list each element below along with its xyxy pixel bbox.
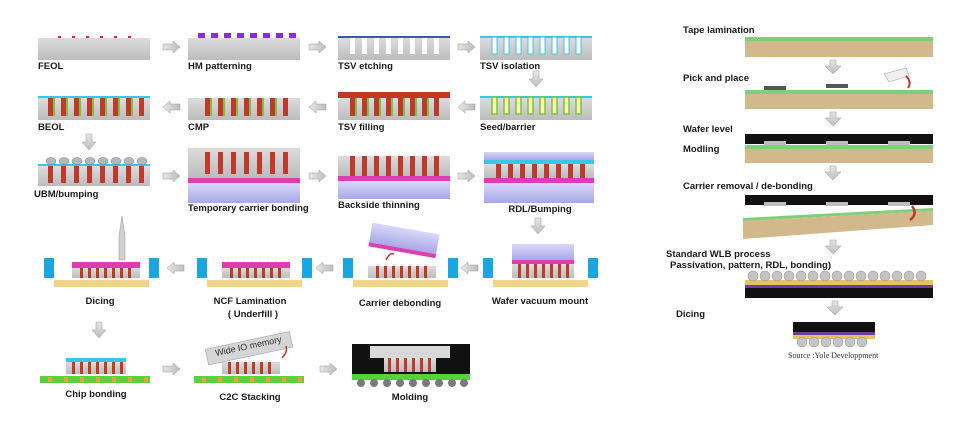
step-beol (38, 96, 150, 120)
label-ubm-bumping: UBM/bumping (34, 189, 99, 200)
arrow-down-icon (530, 217, 546, 235)
arrow-right-icon (457, 169, 476, 183)
step-backside-thinning (338, 156, 450, 199)
arrow-down-icon (528, 70, 544, 88)
step-dicing (44, 215, 159, 287)
arrow-down-icon (826, 300, 844, 316)
label-tsv-etching: TSV etching (338, 61, 393, 72)
label-backside-thinning: Backside thinning (338, 200, 420, 211)
step-tsv-filling (338, 92, 450, 120)
label-modling: Modling (683, 144, 720, 155)
label-hm-patterning: HM patterning (188, 61, 252, 72)
arrow-left-icon (457, 100, 476, 114)
step-chip-bonding (40, 358, 150, 383)
arrow-left-icon (460, 261, 479, 275)
step-standard-wlb-process (745, 270, 933, 298)
arrow-right-icon (308, 169, 327, 183)
label-feol: FEOL (38, 61, 64, 72)
source-credit: Source :Yole Developpment (788, 351, 879, 360)
label-cmp: CMP (188, 122, 210, 133)
arrow-right-icon (162, 40, 181, 54)
label-ncf-lamination: NCF Lamination (214, 296, 287, 307)
step-right-dicing (793, 322, 875, 348)
arrow-right-icon (319, 362, 338, 376)
arrow-right-icon (162, 169, 181, 183)
arrow-left-icon (162, 100, 181, 114)
label-wafer-level: Wafer level (683, 124, 733, 135)
label-rdl-bumping: RDL/Bumping (508, 204, 572, 215)
label-beol: BEOL (38, 122, 65, 133)
arrow-left-icon (308, 100, 327, 114)
arrow-right-icon (162, 362, 181, 376)
label-dicing: Dicing (85, 296, 114, 307)
step-wafer-vacuum-mount (483, 244, 598, 287)
step-carrier-removal (743, 195, 933, 239)
step-tsv-isolation (480, 36, 592, 60)
step-pick-and-place (745, 67, 933, 109)
arrow-left-icon (315, 261, 334, 275)
step-ubm-bumping (38, 157, 150, 186)
arrow-down-icon (824, 165, 842, 181)
label-wafer-vacuum-mount: Wafer vacuum mount (492, 296, 589, 307)
arrow-down-icon (91, 321, 107, 339)
step-wafer-level-molding (745, 134, 933, 163)
label-standard-wlb-process: Standard WLB process (666, 249, 771, 260)
label-chip-bonding: Chip bonding (65, 389, 126, 400)
step-feol (38, 36, 150, 60)
label-tsv-filling: TSV filling (338, 122, 385, 133)
step-c2c-stacking (194, 331, 304, 383)
step-hm-patterning (188, 33, 300, 60)
label-carrier-debonding: Carrier debonding (359, 298, 442, 309)
arrow-down-icon (81, 133, 97, 151)
label-seed-barrier: Seed/barrier (480, 122, 536, 133)
label-pick-and-place: Pick and place (683, 73, 749, 84)
label-tsv-isolation: TSV isolation (480, 61, 540, 72)
arrow-right-icon (308, 40, 327, 54)
step-temporary-carrier-bonding (188, 148, 300, 203)
label-molding: Molding (392, 392, 429, 403)
step-rdl-bumping (484, 152, 594, 203)
arrow-down-icon (824, 59, 842, 75)
step-carrier-debonding (343, 222, 458, 287)
step-molding (352, 344, 470, 387)
label-tape-lamination: Tape lamination (683, 25, 755, 36)
arrow-right-icon (457, 40, 476, 54)
label-underfill: ( Underfill ) (228, 309, 278, 320)
step-tsv-etching (338, 36, 450, 60)
step-tape-lamination (745, 37, 933, 57)
step-seed-barrier (480, 96, 592, 120)
arrow-down-icon (824, 239, 842, 255)
label-temporary-carrier-bonding: Temporary carrier bonding (188, 203, 309, 214)
arrow-down-icon (824, 111, 842, 127)
label-carrier-removal: Carrier removal / de-bonding (683, 181, 813, 192)
step-ncf-lamination (197, 258, 312, 287)
arrow-left-icon (166, 261, 185, 275)
label-c2c-stacking: C2C Stacking (219, 392, 280, 403)
label-passivation-pattern-rdl: Passivation, pattern, RDL, bonding) (670, 260, 831, 271)
label-right-dicing: Dicing (676, 309, 705, 320)
step-cmp (188, 98, 300, 120)
